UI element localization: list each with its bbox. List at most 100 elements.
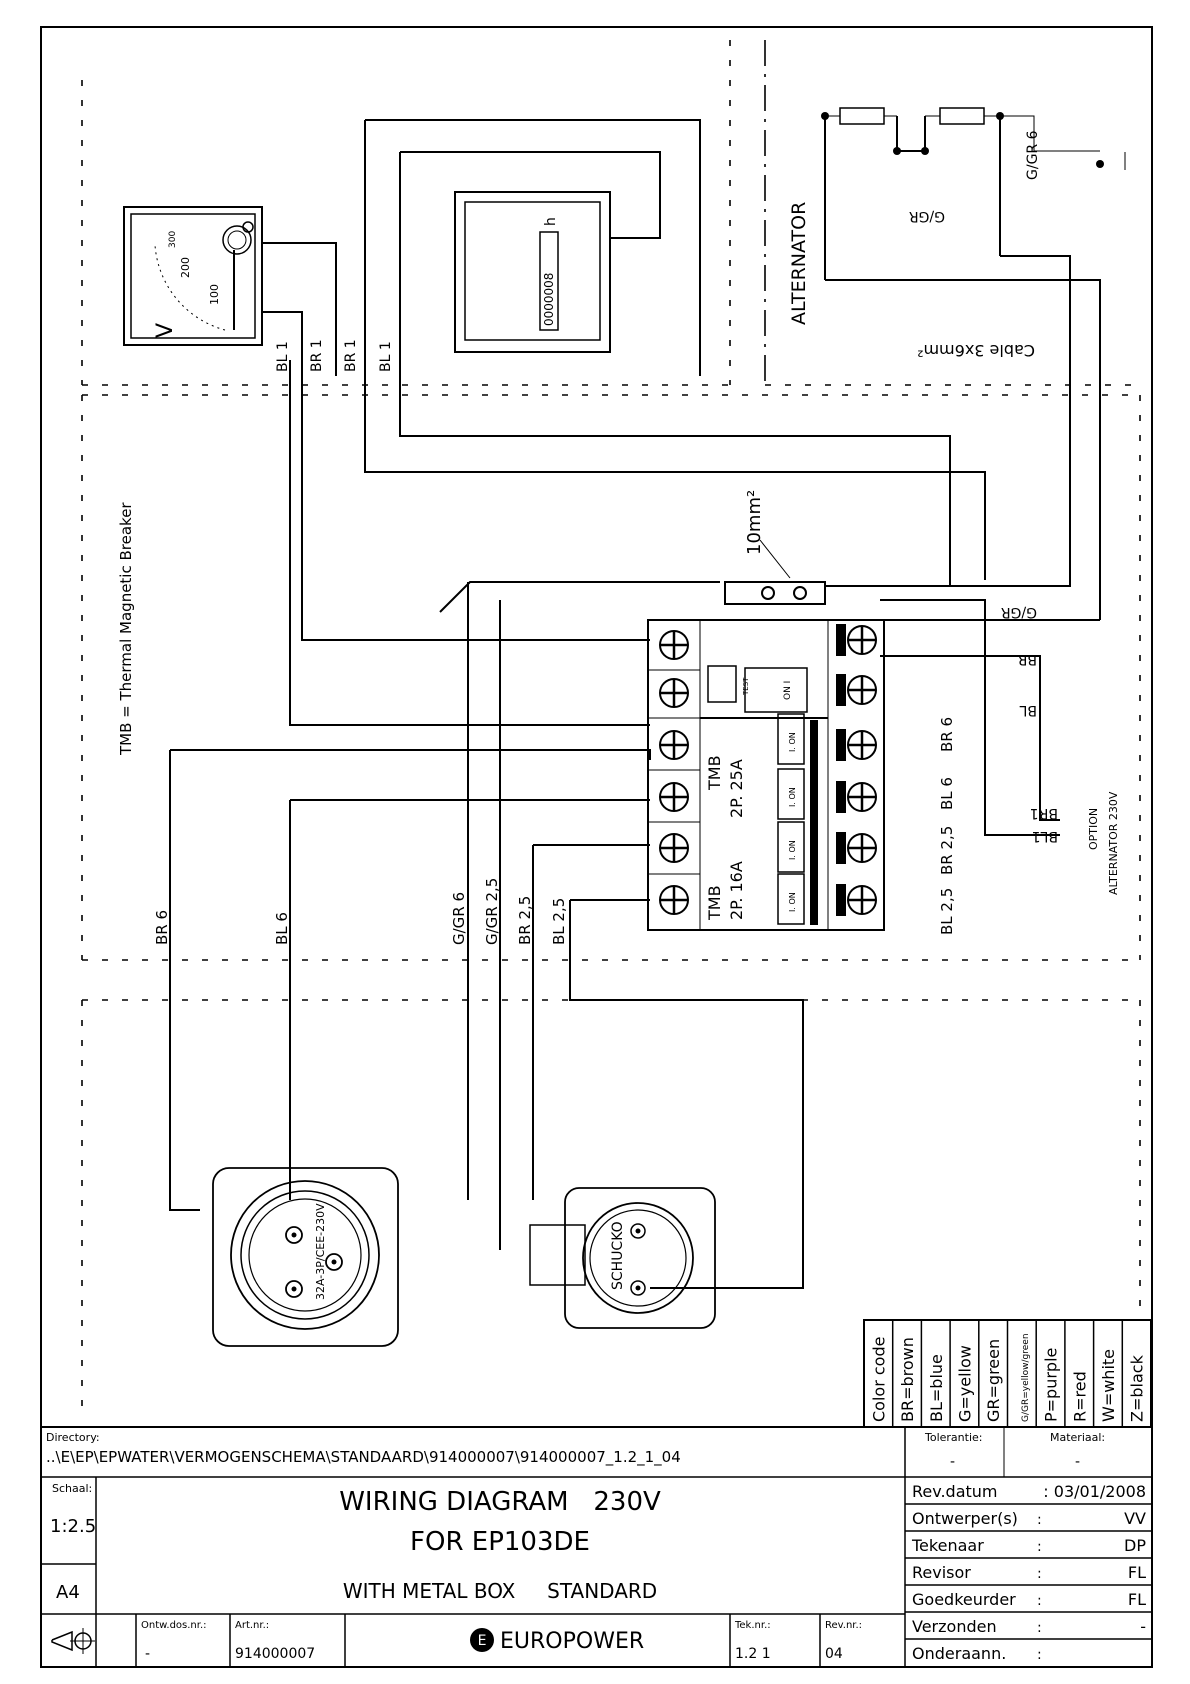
terminal-screw-icon [659, 730, 689, 760]
alternator-label: ALTERNATOR [788, 202, 810, 325]
wire-label-br6: BR 6 [153, 910, 171, 945]
materiaal-label: Materiaal: [1050, 1431, 1105, 1444]
wire-label-br: BR [1017, 651, 1037, 667]
wire-label-bl6-right: BL 6 [938, 777, 956, 810]
art-value: 914000007 [235, 1646, 315, 1662]
tmb1-label: TMB [705, 755, 724, 791]
directory-label: Directory: [46, 1431, 100, 1444]
svg-text:E: E [478, 1633, 487, 1649]
color-code-entry: P=purple [1042, 1348, 1061, 1422]
option-alt-label: ALTERNATOR 230V [1107, 791, 1120, 895]
wires [169, 119, 1101, 1289]
rcd-test-label: TEST [742, 677, 750, 696]
terminal-screw-icon [836, 781, 877, 813]
wire-label-br1-b: BR 1 [343, 339, 359, 372]
option-label: OPTION [1087, 808, 1100, 850]
tolerantie-value: - [950, 1454, 955, 1470]
schaal-value: 1:2.5 [50, 1516, 96, 1537]
art-label: Art.nr.: [235, 1620, 269, 1631]
terminal-screw-icon [659, 630, 689, 660]
title-field-label: Tekenaar [911, 1536, 984, 1555]
ground-wire-size: 10mm² [744, 490, 765, 555]
color-code-entry: Z=black [1128, 1354, 1147, 1422]
title-field-value: : 03/01/2008 [1043, 1482, 1146, 1501]
terminal-screw-icon [659, 885, 689, 915]
wire-label-bl: BL [1019, 702, 1037, 718]
wire-label-bl6: BL 6 [273, 912, 291, 945]
terminal-screw-icon [659, 833, 689, 863]
tmb1-rating: 2P. 25A [727, 759, 746, 818]
socket-schuko: SCHUCKO [529, 1187, 716, 1329]
terminal-screw-icon [836, 729, 877, 761]
color-code-entry: BL=blue [927, 1354, 946, 1422]
title-field-value: FL [1128, 1590, 1146, 1609]
wire-label-gg6: G/GR 6 [1025, 130, 1041, 180]
wire-label-gg-right: G/GR [1001, 604, 1037, 620]
breaker-on-switch: I. ON [777, 873, 805, 925]
rev-label: Rev.nr.: [825, 1620, 862, 1631]
zone-boundaries [81, 40, 1141, 1420]
svg-text::: : [1037, 1512, 1042, 1528]
terminal-screw-icon [659, 782, 689, 812]
color-code-title: Color code [869, 1337, 888, 1422]
tmb-legend: TMB = Thermal Magnetic Breaker [117, 502, 135, 756]
wire-label-bl25-right: BL 2,5 [938, 888, 956, 935]
rcd-on-label: ON I [783, 681, 793, 700]
schaal-label: Schaal: [52, 1482, 92, 1495]
svg-text::: : [1037, 1593, 1042, 1609]
wire-label-br25: BR 2,5 [516, 896, 534, 945]
wire-label-bl1-a: BL 1 [275, 341, 291, 372]
ontw-dos-label: Ontw.dos.nr.: [141, 1620, 207, 1631]
voltmeter: V 100 200 300 [123, 206, 263, 346]
brand-name: EUROPOWER [500, 1629, 644, 1654]
color-code-entry: G=yellow [955, 1345, 974, 1422]
cable-label: Cable 3x6mm² [917, 341, 1035, 360]
socket-schuko-label: SCHUCKO [610, 1221, 626, 1290]
tmb2-label: TMB [705, 885, 724, 921]
terminal-screw-icon [836, 624, 877, 656]
color-code-entry: G/GR=yellow/green [1021, 1333, 1031, 1422]
svg-text:I. ON: I. ON [788, 840, 797, 860]
hour-meter: 0000008 h [454, 191, 611, 353]
terminal-screw-icon [836, 832, 877, 864]
wire-label-bl1: BL1 [1032, 828, 1058, 844]
title-line3: WITH METAL BOX STANDARD [343, 1579, 657, 1603]
tmb2-rating: 2P. 16A [727, 861, 746, 920]
svg-text::: : [1037, 1620, 1042, 1636]
voltmeter-scale-300: 300 [168, 231, 178, 248]
wire-label-br1: BR1 [1030, 805, 1058, 821]
tek-value: 1.2 1 [735, 1646, 771, 1662]
europower-logo-icon: E [470, 1628, 494, 1652]
wire-label-br1-a: BR 1 [309, 339, 325, 372]
breaker-on-switch: I. ON [777, 713, 805, 765]
breaker-on-switch: I. ON [777, 821, 805, 873]
voltmeter-scale-200: 200 [179, 257, 192, 278]
wire-label-gg25: G/GR 2,5 [483, 878, 501, 945]
terminal-screw-icon [836, 884, 877, 916]
wire-label-gg: G/GR [909, 208, 945, 224]
title-field-label: Verzonden [912, 1617, 997, 1636]
wire-label-gg6-bottom: G/GR 6 [450, 892, 468, 945]
color-code-entry: BR=brown [898, 1337, 917, 1422]
svg-text:I. ON: I. ON [788, 787, 797, 807]
rev-value: 04 [825, 1646, 843, 1662]
terminal-screw-icon [836, 674, 877, 706]
title-field-value: DP [1124, 1536, 1146, 1555]
tek-label: Tek.nr.: [734, 1620, 771, 1631]
sheet-format: A4 [56, 1582, 80, 1603]
ground-terminal: 10mm² [724, 490, 826, 605]
title-line2: FOR EP103DE [410, 1527, 590, 1557]
title-field-label: Onderaann. [912, 1644, 1006, 1663]
projection-symbol [51, 1628, 95, 1654]
title-field-label: Revisor [912, 1563, 971, 1582]
title-line1: WIRING DIAGRAM 230V [339, 1487, 661, 1517]
socket-cee-label: 32A-3P/CEE-230V [314, 1203, 327, 1300]
title-field-label: Rev.datum [912, 1482, 998, 1501]
svg-text:I. ON: I. ON [788, 892, 797, 912]
color-code-entry: W=white [1099, 1349, 1118, 1422]
voltmeter-unit: V [153, 323, 178, 338]
svg-text::: : [1037, 1647, 1042, 1663]
title-field-value: FL [1128, 1563, 1146, 1582]
wire-label-br25-right: BR 2,5 [938, 826, 956, 875]
